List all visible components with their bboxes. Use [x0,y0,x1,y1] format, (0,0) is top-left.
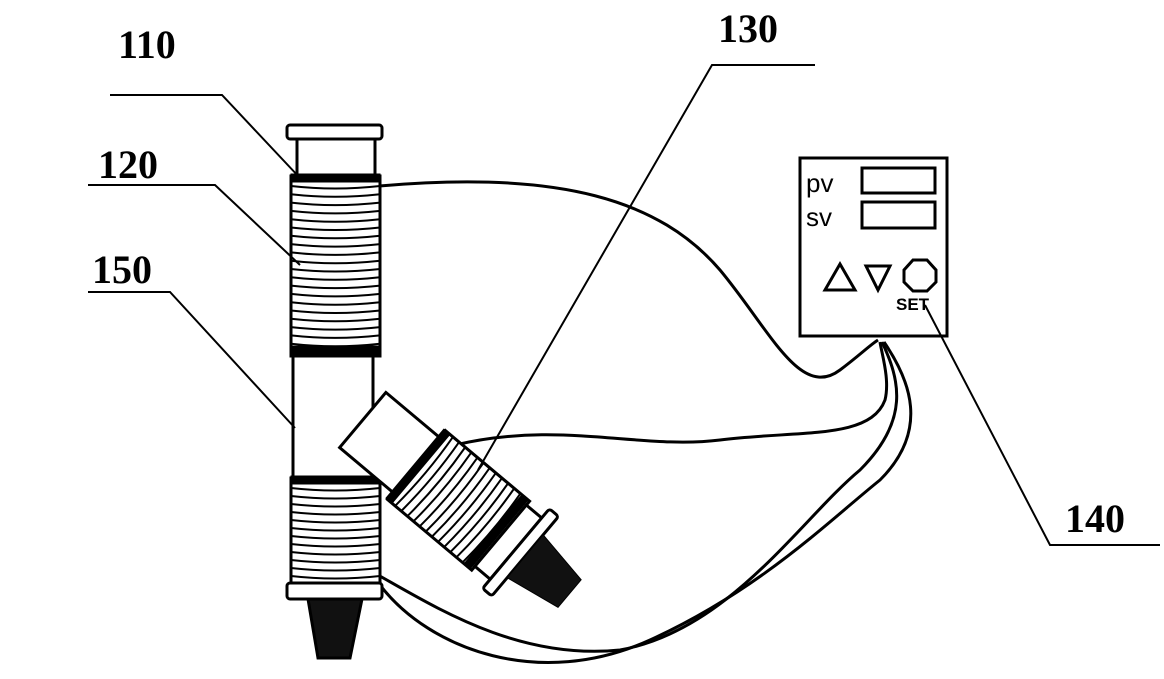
lower-coil [289,475,382,585]
set-button-icon[interactable] [902,258,938,293]
coil-winding [290,326,381,331]
controller-box [798,156,949,338]
coil-winding [290,268,381,273]
sv-display [860,200,937,230]
coil-winding [290,567,381,572]
pv-display [860,166,937,195]
coil-winding [290,185,381,190]
coil-winding [437,472,497,543]
coil-winding [290,503,381,508]
down-button-icon[interactable] [863,264,893,294]
coil-winding [290,317,381,323]
wire-branch [454,341,889,447]
coil-winding [400,441,460,512]
coil-winding [418,456,479,528]
sv-label: sv [806,202,832,232]
upper-coil [289,173,382,358]
wire-bottom [378,341,913,664]
coil-winding [290,559,381,564]
coil-winding [290,218,381,223]
set-label: SET [896,295,930,314]
coil-winding [290,226,381,231]
pv-label: pv [806,168,833,198]
label-140: 140 [1065,496,1125,541]
coil-winding [431,467,491,538]
coil-winding [290,495,381,500]
coil-winding [290,301,381,306]
coil-winding [290,511,381,516]
coil-winding [290,487,381,492]
coil-winding [394,436,454,507]
coil-winding [290,251,381,256]
branch-tube [337,390,582,608]
coil-winding [290,527,381,532]
coil-winding [290,234,381,240]
label-150: 150 [92,247,152,292]
coil-winding [449,482,509,553]
coil-winding [290,334,381,339]
coil-winding [290,535,381,540]
wire-bottom-2 [377,341,899,653]
coil-winding [290,309,381,314]
coil-winding [290,292,381,298]
coil-winding [412,451,473,523]
coil-winding [455,487,516,559]
coil-winding [290,259,381,265]
coil-winding [290,193,381,198]
coil-winding [290,243,381,248]
coil-winding [290,284,381,290]
coil-winding [290,575,381,580]
coil-winding [290,551,381,556]
coil-winding [290,276,381,281]
coil-winding [290,543,381,548]
label-130: 130 [718,6,778,51]
up-button-icon[interactable] [822,260,858,292]
coil-winding [406,446,467,517]
label-120: 120 [98,142,158,187]
coil-winding [290,519,381,524]
coil-winding [290,201,381,207]
label-110: 110 [118,22,176,67]
wire-top [379,180,879,379]
coil-winding [443,477,503,548]
coil-winding [290,209,381,215]
